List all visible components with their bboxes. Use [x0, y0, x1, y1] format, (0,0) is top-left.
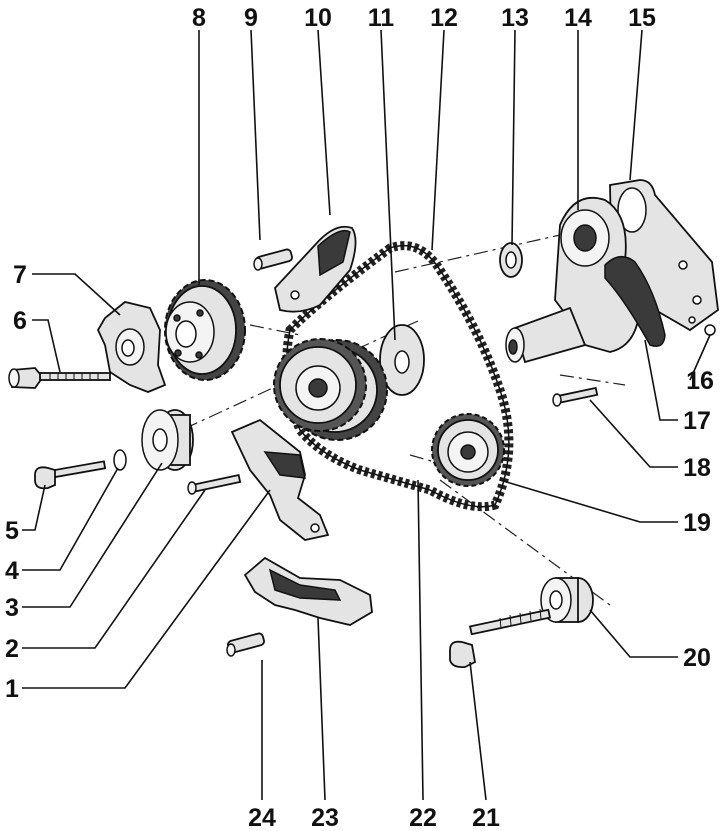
part-22-timing-chain: [282, 241, 514, 512]
label-17: 17: [683, 407, 711, 435]
part-3-flanged-bushing: [141, 409, 194, 471]
label-4: 4: [5, 557, 19, 585]
part-24-pin: [226, 632, 265, 657]
callout-labels: 8 9 10 11 12 13 14 15 7 6 5 4 3 2 1 16 1…: [5, 4, 714, 831]
part-16-pin: [704, 324, 716, 336]
label-6: 6: [13, 307, 27, 335]
label-8: 8: [192, 4, 206, 32]
part-4-washer: [113, 449, 127, 471]
label-13: 13: [501, 4, 529, 32]
label-19: 19: [683, 509, 711, 537]
label-3: 3: [5, 594, 19, 622]
part-13-washer: [499, 242, 523, 278]
leader-lines: [22, 29, 711, 801]
part-21-bolt: [449, 608, 552, 669]
part-1-lower-guide-rail: [230, 418, 330, 541]
label-2: 2: [5, 635, 19, 663]
label-24: 24: [248, 804, 276, 831]
part-10-upper-guide-rail: [274, 225, 357, 313]
label-9: 9: [244, 4, 258, 32]
part-19-crankshaft-sprocket: [431, 413, 505, 487]
label-22: 22: [409, 804, 437, 831]
part-6-long-bolt: [8, 367, 111, 389]
part-18-screw: [552, 386, 599, 407]
part-5-bolt: [34, 460, 107, 490]
label-20: 20: [683, 644, 711, 672]
label-16: 16: [686, 367, 714, 395]
label-21: 21: [472, 804, 500, 831]
part-20-spacer-sleeve: [540, 577, 594, 623]
label-10: 10: [304, 4, 332, 32]
part-7-locking-plate: [96, 301, 167, 393]
camshaft-double-sprocket: [273, 338, 388, 441]
part-11-thrust-washer: [379, 324, 425, 396]
label-15: 15: [628, 4, 656, 32]
label-5: 5: [5, 517, 19, 545]
part-8-camshaft-sprocket: [164, 279, 246, 381]
label-12: 12: [430, 4, 458, 32]
label-14: 14: [564, 4, 592, 32]
label-1: 1: [5, 675, 19, 703]
label-11: 11: [368, 4, 395, 32]
part-2-screw: [187, 474, 242, 495]
label-23: 23: [311, 804, 339, 831]
part-23-chain-guide: [243, 556, 373, 626]
part-14-tensioner-housing: [505, 196, 641, 364]
part-17-tensioner-guide: [604, 256, 666, 347]
label-18: 18: [683, 454, 711, 482]
part-9-guide-pin: [253, 248, 293, 271]
label-7: 7: [13, 261, 27, 289]
